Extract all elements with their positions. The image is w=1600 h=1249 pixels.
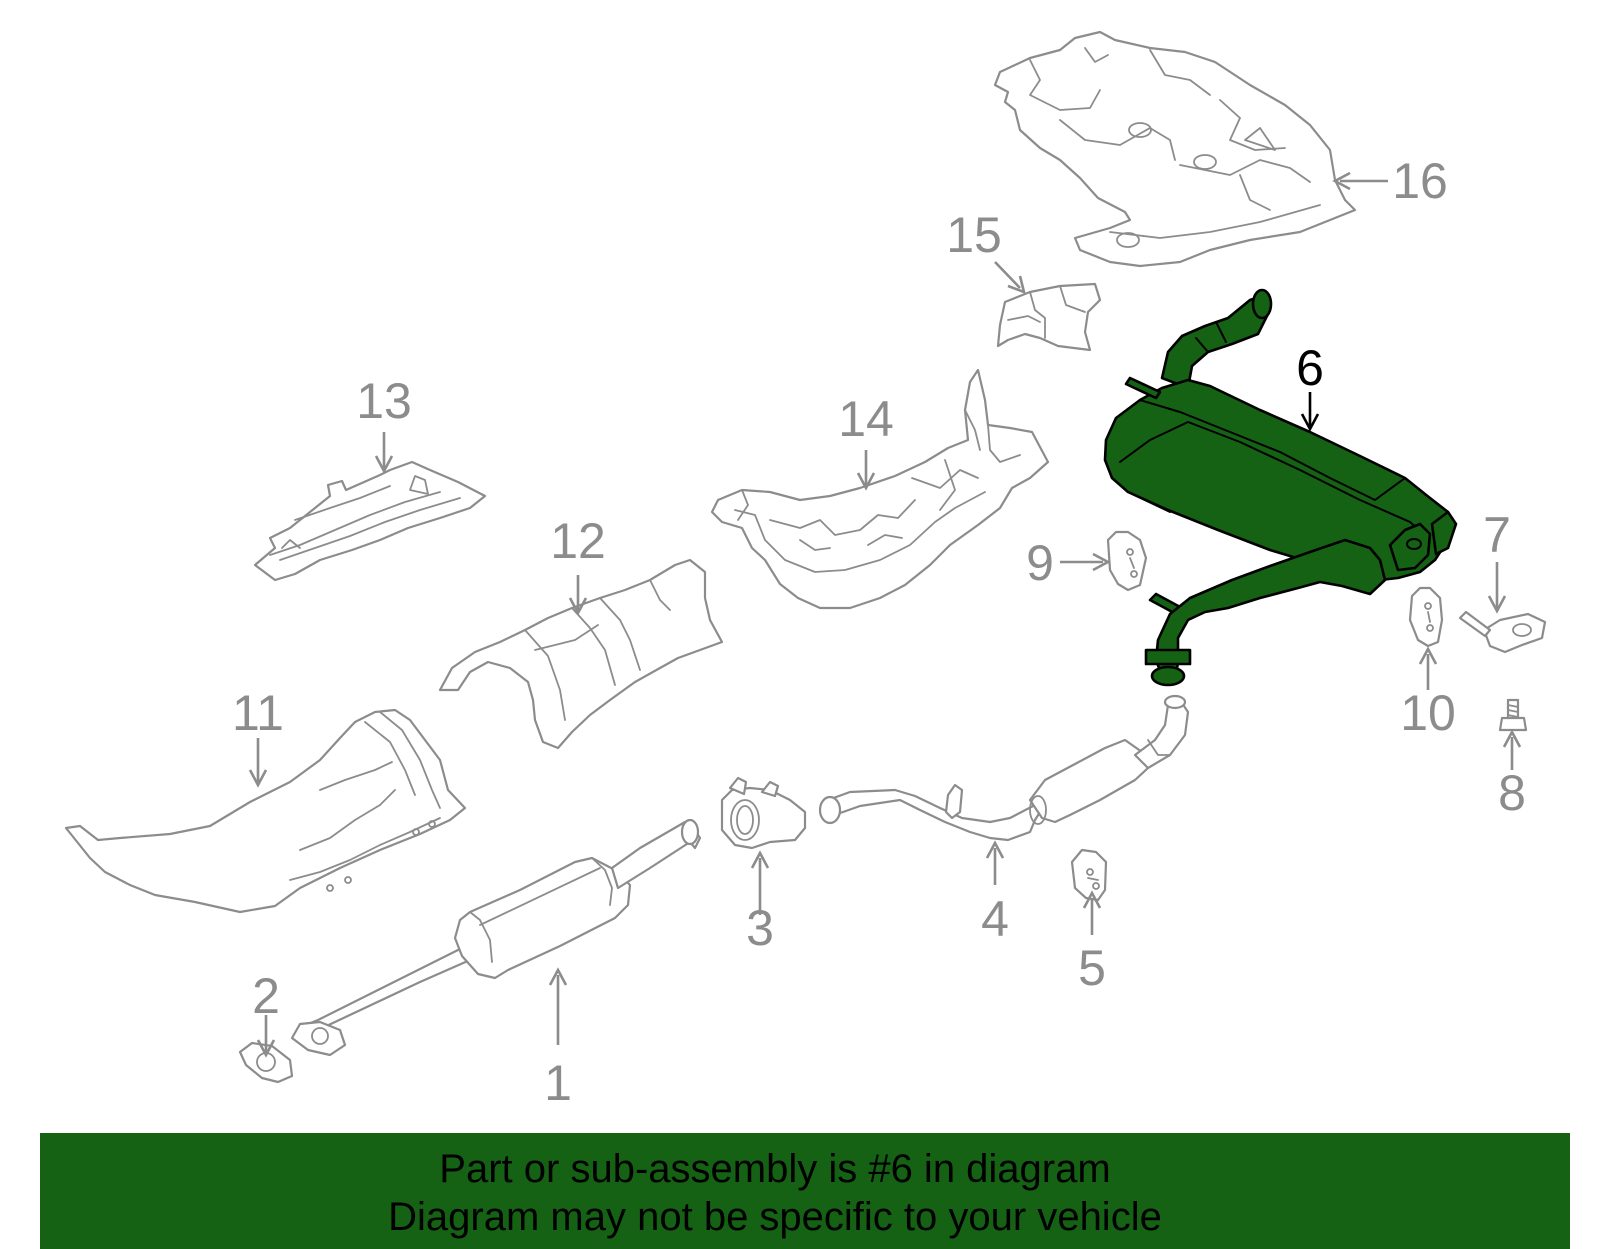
- callout-12: 12: [550, 513, 606, 616]
- callout-label-2: 2: [252, 968, 280, 1024]
- part-12-heat-shield[interactable]: [438, 558, 724, 750]
- callout-1: 1: [544, 967, 572, 1111]
- callout-label-9: 9: [1026, 535, 1054, 591]
- callout-label-1: 1: [544, 1055, 572, 1111]
- callout-4: 4: [981, 840, 1009, 947]
- exhaust-diagram: 1 2 3 4 5 6 7 8 9 10: [64, 30, 1547, 1111]
- part-8-bolt[interactable]: [1498, 698, 1528, 732]
- callout-label-8: 8: [1498, 765, 1526, 821]
- callout-8: 8: [1498, 729, 1526, 821]
- callout-5: 5: [1078, 890, 1106, 996]
- callout-7: 7: [1483, 507, 1511, 614]
- callout-14: 14: [838, 391, 894, 491]
- part-13-heat-shield[interactable]: [253, 460, 487, 582]
- callout-11: 11: [232, 685, 284, 788]
- part-3-clamp[interactable]: [720, 776, 807, 850]
- callout-label-10: 10: [1400, 685, 1456, 741]
- callout-label-11: 11: [232, 685, 284, 741]
- callout-13: 13: [356, 373, 412, 474]
- callout-15: 15: [946, 207, 1026, 295]
- callout-label-12: 12: [550, 513, 606, 569]
- part-10-hanger[interactable]: [1408, 586, 1444, 648]
- part-16-heat-shield[interactable]: [993, 30, 1357, 268]
- callout-label-6: 6: [1296, 340, 1324, 396]
- part-5-hanger[interactable]: [1070, 848, 1108, 902]
- callout-2: 2: [252, 968, 280, 1058]
- callout-label-5: 5: [1078, 940, 1106, 996]
- part-1-front-pipe[interactable]: [290, 818, 702, 1057]
- part-9-hanger[interactable]: [1106, 530, 1148, 592]
- part-11-heat-shield[interactable]: [64, 708, 467, 914]
- notice-line-part: Part or sub-assembly is #6 in diagram: [439, 1147, 1111, 1191]
- callout-6: 6: [1296, 340, 1324, 432]
- callout-9: 9: [1026, 535, 1111, 591]
- part-4-intermediate-pipe[interactable]: [818, 694, 1190, 842]
- callout-label-15: 15: [946, 207, 1002, 263]
- part-6-muffler-assembly[interactable]: [1103, 288, 1458, 687]
- callout-label-13: 13: [356, 373, 412, 429]
- part-14-heat-shield[interactable]: [710, 368, 1050, 610]
- notice-banner: Part or sub-assembly is #6 in diagram Di…: [40, 1133, 1570, 1249]
- callout-16: 16: [1332, 153, 1448, 209]
- callout-10: 10: [1400, 646, 1456, 741]
- part-7-bracket[interactable]: [1458, 610, 1547, 654]
- callout-label-4: 4: [981, 891, 1009, 947]
- callout-label-14: 14: [838, 391, 894, 447]
- part-15-heat-shield[interactable]: [996, 282, 1102, 352]
- callout-label-7: 7: [1483, 507, 1511, 563]
- callout-label-3: 3: [746, 900, 774, 956]
- callout-label-16: 16: [1392, 153, 1448, 209]
- notice-line-disclaimer: Diagram may not be specific to your vehi…: [388, 1195, 1162, 1239]
- callout-3: 3: [746, 850, 774, 956]
